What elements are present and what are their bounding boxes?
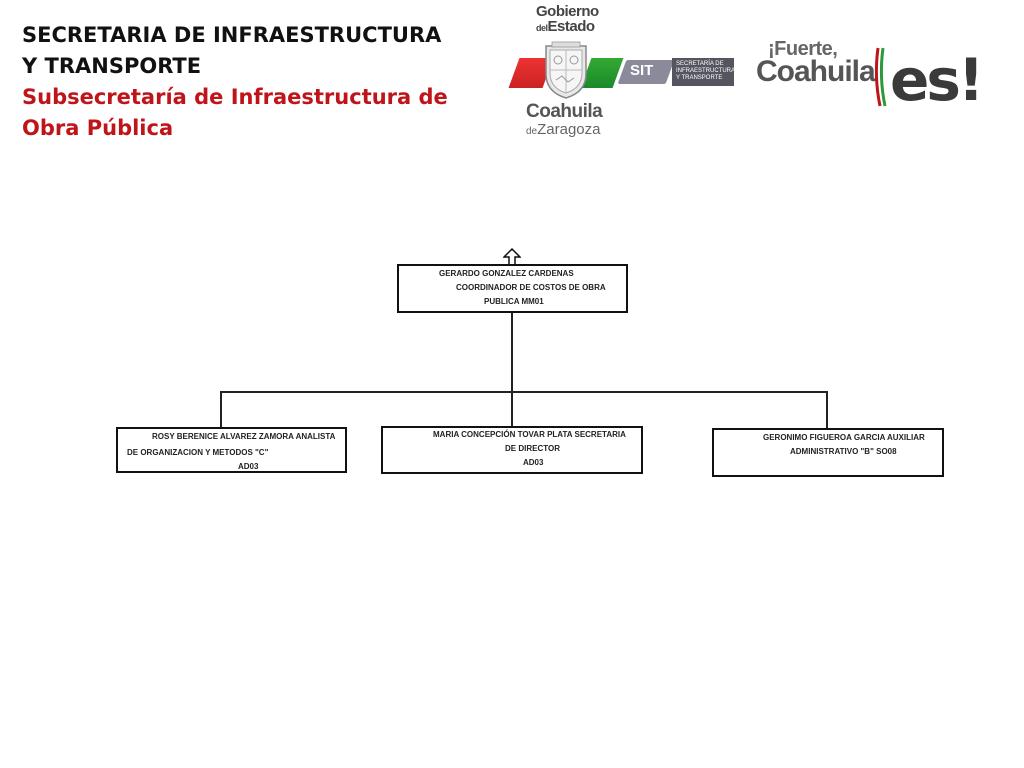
coahuila-text: Coahuila xyxy=(526,101,603,122)
title-line-1: SECRETARIA DE INFRAESTRUCTURA xyxy=(22,23,442,47)
subtitle-line-1: Subsecretaría de Infraestructura de xyxy=(22,85,448,109)
org-node-root: GERARDO GONZALEZ CARDENAS COORDINADOR DE… xyxy=(397,264,628,313)
connector-root-down xyxy=(511,312,513,392)
root-name: GERARDO GONZALEZ CARDENAS xyxy=(439,269,574,278)
coahuila-text: Coahuila xyxy=(756,55,876,88)
org-node-child-3: GERONIMO FIGUEROA GARCIA AUXILIAR ADMINI… xyxy=(712,428,944,477)
fuerte-text: ¡Fuerte, xyxy=(768,38,838,60)
child-2-line-3: AD03 xyxy=(523,458,544,467)
es-mark-icon: es! xyxy=(874,46,982,112)
page-title: SECRETARIA DE INFRAESTRUCTURA Y TRANSPOR… xyxy=(22,20,442,82)
connector-left-down xyxy=(220,391,222,427)
child-1-line-1: ROSY BERENICE ALVAREZ ZAMORA ANALISTA xyxy=(152,432,336,441)
org-node-child-1: ROSY BERENICE ALVAREZ ZAMORA ANALISTA DE… xyxy=(116,427,347,473)
sit-description-text: SECRETARÍA DE INFRAESTRUCTURA Y TRANSPOR… xyxy=(676,61,735,81)
child-1-line-3: AD03 xyxy=(238,462,259,471)
root-title: COORDINADOR DE COSTOS DE OBRA xyxy=(456,283,606,292)
sit-description: SECRETARÍA DE INFRAESTRUCTURA Y TRANSPOR… xyxy=(672,58,735,86)
connector-center-down xyxy=(511,391,513,427)
child-3-line-1: GERONIMO FIGUEROA GARCIA AUXILIAR xyxy=(763,433,925,442)
fuerte-coahuila-logo: ¡Fuerte, Coahuila es! xyxy=(754,36,984,112)
page-subtitle: Subsecretaría de Infraestructura de Obra… xyxy=(22,82,448,144)
gobierno-text: Gobierno xyxy=(536,3,599,20)
es-text: es! xyxy=(890,46,981,112)
connector-right-down xyxy=(826,391,828,429)
de-zaragoza-text: deZaragoza xyxy=(526,121,601,138)
coat-of-arms-icon xyxy=(545,41,587,99)
sit-logo: SIT SECRETARÍA DE INFRAESTRUCTURA Y TRAN… xyxy=(616,56,735,88)
subtitle-line-2: Obra Pública xyxy=(22,116,174,140)
gobierno-coahuila-logo: Gobierno delEstado Coahuila deZaragoza xyxy=(508,3,624,142)
root-code: PUBLICA MM01 xyxy=(484,297,544,306)
org-node-child-2: MARIA CONCEPCIÓN TOVAR PLATA SECRETARIA … xyxy=(381,426,643,474)
sit-badge-text: SIT xyxy=(630,62,654,79)
child-2-line-2: DE DIRECTOR xyxy=(505,444,560,453)
title-line-2: Y TRANSPORTE xyxy=(22,54,202,78)
connector-horizontal xyxy=(221,391,828,393)
child-2-line-1: MARIA CONCEPCIÓN TOVAR PLATA SECRETARIA xyxy=(433,430,626,439)
del-estado-text: delEstado xyxy=(536,18,595,35)
child-3-line-2: ADMINISTRATIVO "B" SO08 xyxy=(790,447,897,456)
child-1-line-2: DE ORGANIZACION Y METODOS "C" xyxy=(127,448,269,457)
